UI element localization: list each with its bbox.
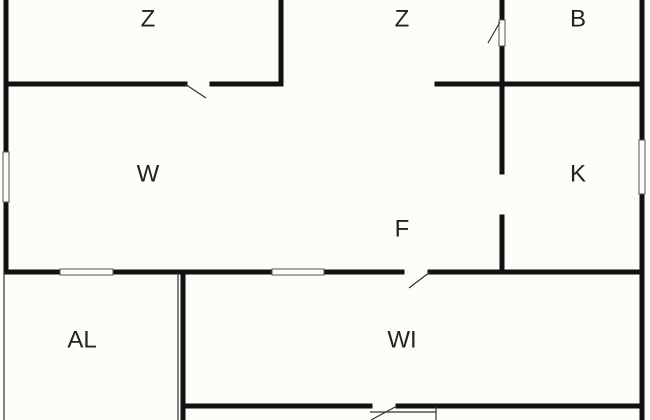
room-label-f: F <box>395 215 410 242</box>
window-right <box>638 139 646 195</box>
window-wi <box>271 268 325 276</box>
door-entry <box>370 405 398 420</box>
room-label-b: B <box>570 5 586 32</box>
door-wi <box>408 271 431 289</box>
window-left <box>2 151 10 203</box>
door-b <box>487 21 501 44</box>
door-z1 <box>184 83 207 99</box>
room-label-al: AL <box>67 326 96 353</box>
room-label-z1: Z <box>141 5 156 32</box>
window-al <box>59 268 114 276</box>
room-label-k: K <box>570 160 586 187</box>
room-label-z2: Z <box>395 5 410 32</box>
room-label-w: W <box>137 160 160 187</box>
window-b <box>498 19 506 47</box>
room-label-wi: WI <box>387 326 416 353</box>
